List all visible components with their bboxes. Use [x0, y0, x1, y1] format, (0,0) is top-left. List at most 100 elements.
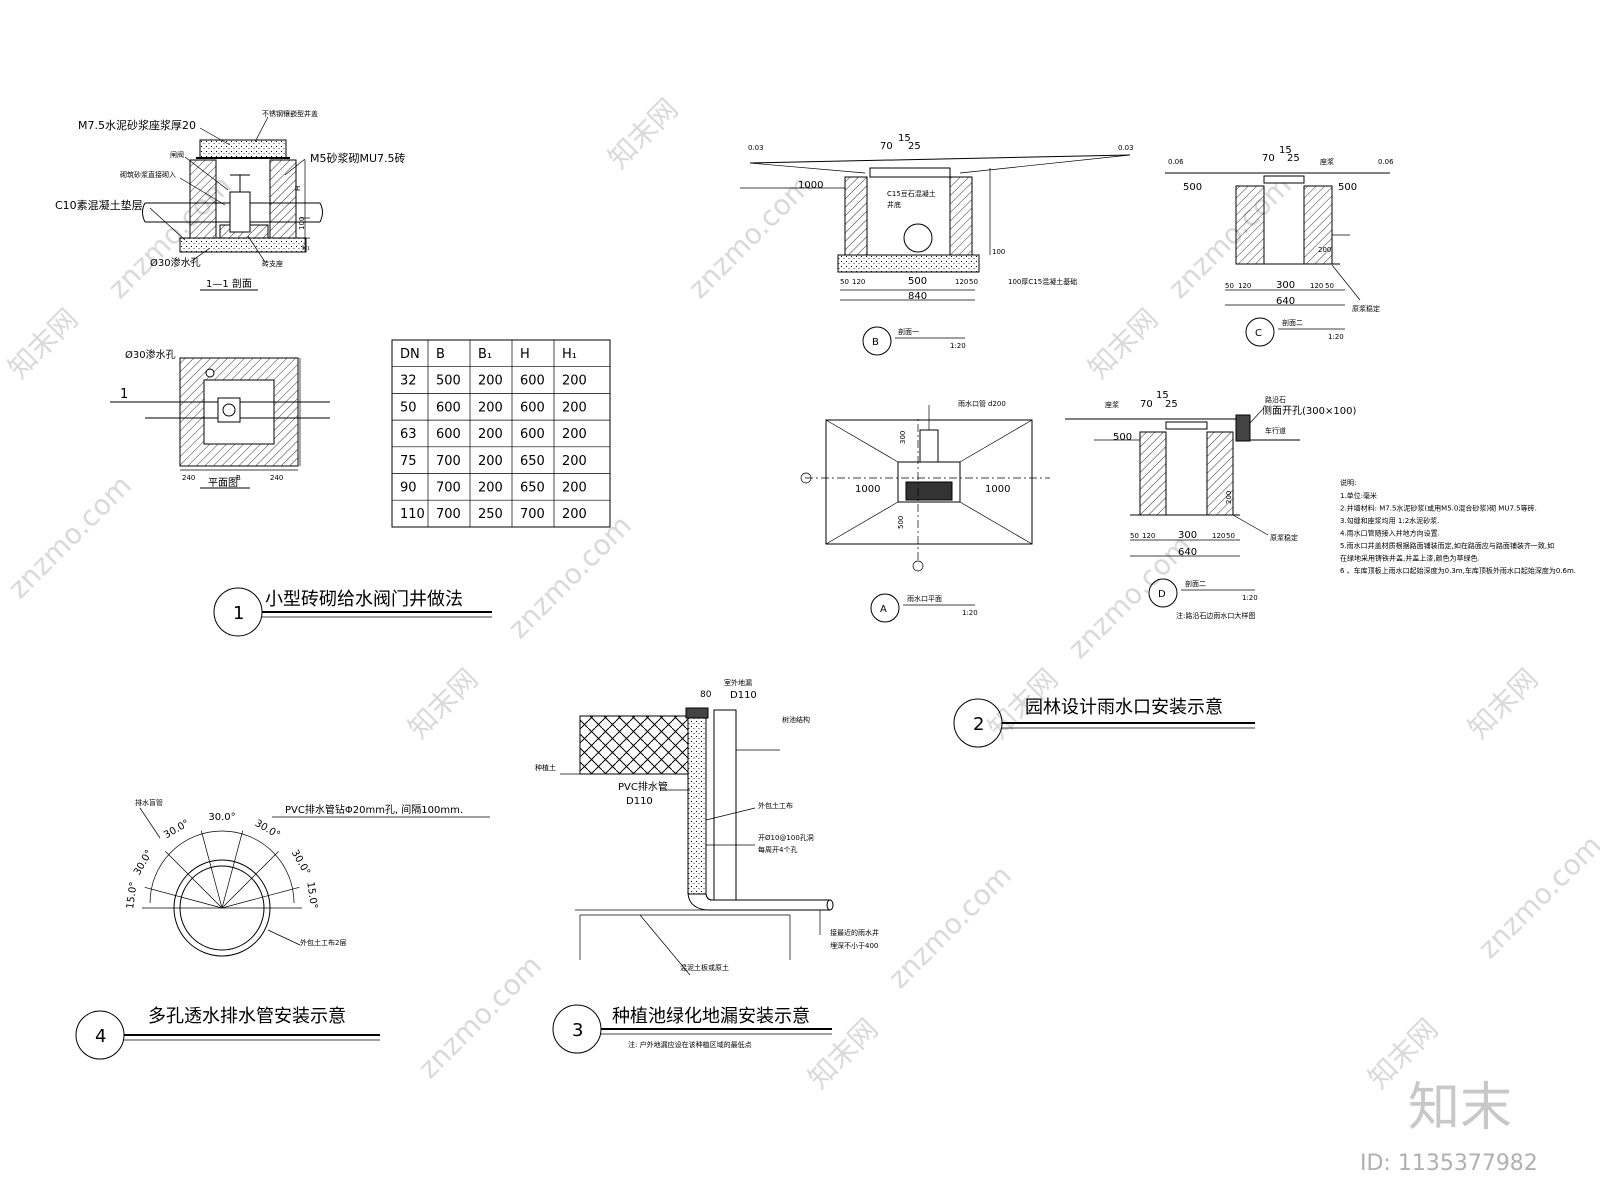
b-scale: 1:20: [950, 342, 966, 350]
table-header-cell: H₁: [562, 347, 577, 362]
angle-label: 30.0°: [208, 812, 235, 823]
right-wall: [269, 159, 297, 239]
c-elev-right: 0.06: [1378, 158, 1394, 166]
detail1-number: 1: [233, 603, 244, 624]
label-hole: Ø30渗水孔: [150, 256, 201, 269]
table-cell: 200: [562, 374, 587, 389]
table-cell: 700: [436, 454, 461, 469]
table-header-cell: B: [436, 347, 445, 362]
angle-label: 30.0°: [289, 848, 312, 877]
b-dim-120b: 120: [955, 278, 968, 286]
note-line: 1.单位:毫米: [1340, 491, 1377, 500]
b-letter: B: [872, 337, 879, 348]
detail2-title-block: 2 园林设计雨水口安装示意: [953, 697, 1255, 748]
detail4-number: 4: [95, 1026, 106, 1047]
table-cell: 32: [400, 374, 417, 389]
hole-ray: [165, 851, 223, 909]
watermark-site: znzmo.com: [1472, 829, 1600, 965]
angle-label: 30.0°: [162, 818, 191, 841]
d-dim-50a: 50: [1130, 532, 1139, 540]
d-dim-120a: 120: [1142, 532, 1155, 540]
b-elev-right: 0.03: [1118, 144, 1134, 152]
note-line: 在绿地采用铸铁井盖,井盖上漆,颜色为草绿色.: [1340, 554, 1480, 563]
c-scale: 1:20: [1328, 333, 1344, 341]
detail2-plan-a: 雨水口管 d200 300 1000 1000 500 A 雨水口平面 1:20: [800, 399, 1050, 623]
d-dim-25: 25: [1165, 399, 1178, 410]
d-letter: D: [1158, 589, 1166, 600]
b-dim-25: 25: [908, 141, 921, 152]
table-cell: 600: [436, 400, 461, 415]
angle-label: 30.0°: [132, 848, 155, 877]
b-dim-15: 15: [898, 133, 911, 144]
detail3-number: 3: [572, 1020, 583, 1041]
label-support: 砖支座: [262, 259, 283, 268]
watermark-brand: 知末网: [1462, 662, 1545, 745]
label-valve: 闸阀: [170, 150, 184, 159]
table-cell: 200: [562, 481, 587, 496]
dim-b: B: [236, 474, 241, 482]
detail1-title: 小型砖砌给水阀门井做法: [265, 589, 463, 610]
c-dim-120b: 120: [1310, 282, 1323, 290]
label-soil: 种植土: [535, 763, 556, 772]
table-cell: 600: [436, 427, 461, 442]
table-cell: 200: [478, 427, 503, 442]
left-wall: [189, 159, 217, 239]
detail4-pipe: 排水盲管 PVC排水管钻Φ20mm孔, 间隔100mm. 外包土工布2层 15.…: [125, 798, 490, 957]
a-pipe: 雨水口管: [958, 399, 986, 408]
detail1-plan: Ø30渗水孔 1 240 B 240 平面图: [110, 348, 330, 489]
label-struct: 树池结构: [782, 715, 810, 724]
table-cell: 200: [562, 427, 587, 442]
dim-80: 80: [700, 690, 712, 700]
watermark-site: znzmo.com: [2, 469, 138, 605]
detail2-section-d: 座浆 70 15 25 路沿石 侧面开孔(300×100) 车行道 500 20…: [1065, 390, 1356, 620]
watermark-brand: 知末网: [1082, 302, 1165, 385]
detail2-number: 2: [973, 714, 984, 735]
label-depth: 埋深不小于400: [830, 941, 878, 950]
detail3-title-block: 3 种植池绿化地漏安装示意 注: 户外地漏应设在该种植区域的最低点: [552, 1004, 832, 1054]
d-dim-120b: 120: [1212, 532, 1225, 540]
a-dim-1000b: 1000: [985, 484, 1010, 495]
d-road: 车行道: [1265, 426, 1286, 435]
detail2-section-c: 0.06 0.06 70 15 25 座浆 500 500 200 50 120…: [1165, 145, 1394, 347]
detail3-note: 注: 户外地漏应设在该种植区域的最低点: [628, 1040, 752, 1049]
b-base: 100厚C15混凝土基础: [1008, 277, 1077, 286]
note-line: 3.勾缝和座浆均用 1:2水泥砂浆.: [1340, 516, 1439, 525]
a-title: 雨水口平面: [907, 594, 942, 603]
plan-title: 平面图: [208, 477, 238, 489]
d-dim-640: 640: [1178, 547, 1197, 558]
table-cell: 75: [400, 454, 417, 469]
c-dim-25: 25: [1287, 153, 1300, 164]
label-holes: 开Ø10@100孔洞: [758, 833, 814, 842]
table-cell: 650: [520, 481, 545, 496]
label-cloth: 外包土工布2层: [300, 938, 346, 947]
dim-240a: 240: [182, 474, 195, 482]
label-pvc: PVC排水管钻Φ20mm孔, 间隔100mm.: [285, 803, 463, 816]
c-title: 剖面二: [1282, 318, 1303, 327]
label-base: 混泥土板或原土: [680, 963, 729, 972]
watermark-site: znzmo.com: [882, 859, 1018, 995]
watermark-site: znzmo.com: [412, 949, 548, 1085]
a-d200: d200: [988, 400, 1006, 408]
detail1-section: M7.5水泥砂浆座浆厚20 不锈钢镶嵌型井盖 闸阀 M5砂浆砌MU7.5砖 砌筑…: [55, 109, 406, 291]
table-header-cell: DN: [400, 347, 420, 362]
table-cell: 63: [400, 427, 417, 442]
label-pipe: 排水盲管: [135, 798, 163, 807]
b-dim-50a: 50: [840, 278, 849, 286]
d-dim-50b: 50: [1226, 532, 1235, 540]
watermark-brand: 知末网: [802, 1012, 885, 1095]
brand-logo: 知末 ID: 1135377982: [1360, 1078, 1538, 1176]
b-dim-1000: 1000: [798, 180, 823, 191]
detail3-title: 种植池绿化地漏安装示意: [612, 1006, 810, 1027]
note-line: 6 、车库顶板上雨水口起始深度为0.3m,车库顶板外雨水口起始深度为0.6m.: [1340, 566, 1576, 575]
table-cell: 200: [562, 400, 587, 415]
b-title: 剖面一: [898, 327, 919, 336]
c-dim-200: 200: [1318, 246, 1331, 254]
label-connect: 接最近的雨水井: [830, 928, 879, 937]
b-dim-70: 70: [880, 141, 893, 152]
b-c15: C15豆石混凝土: [887, 189, 936, 198]
table-cell: 650: [520, 454, 545, 469]
c-seat: 座浆: [1320, 157, 1334, 166]
label-drain: 室外地漏: [724, 678, 752, 687]
d-scale: 1:20: [1242, 594, 1258, 602]
